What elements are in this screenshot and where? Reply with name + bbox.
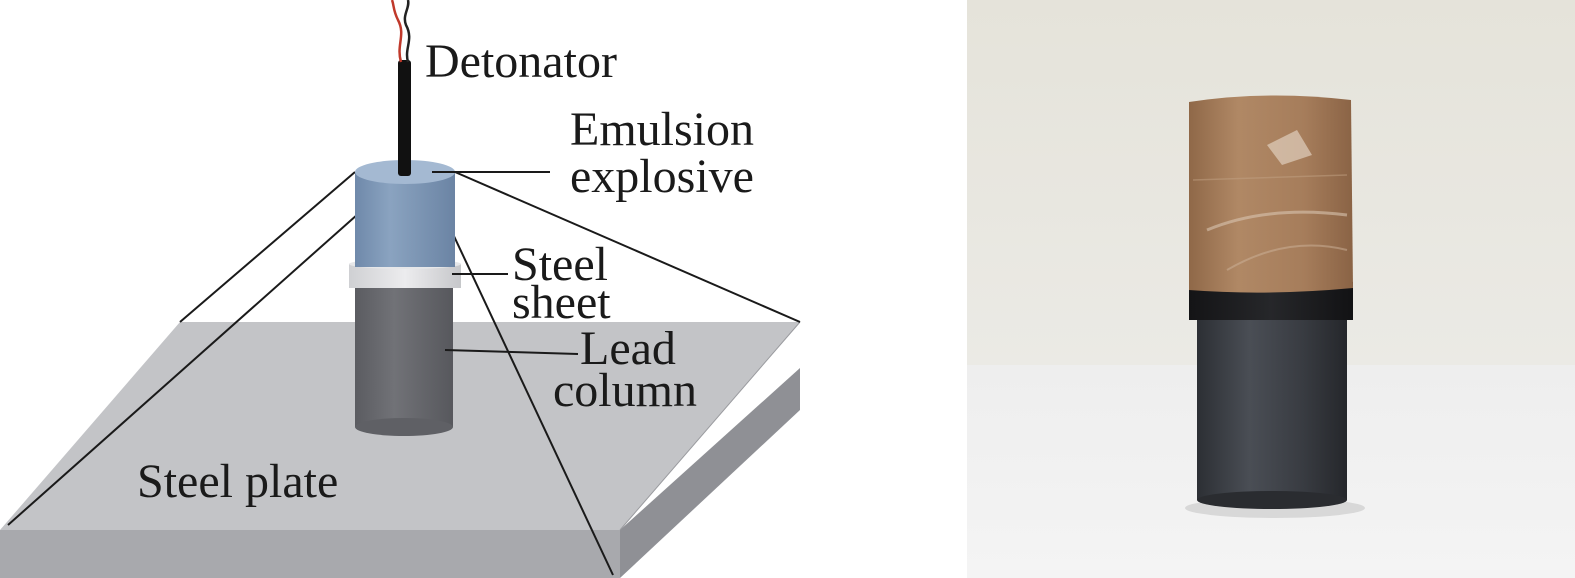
specimen <box>1185 95 1365 518</box>
setup-schematic: Detonator Emulsion explosive Steel sheet… <box>0 0 801 578</box>
label-steel-plate: Steel plate <box>137 455 338 508</box>
lead-column <box>355 285 453 436</box>
label-detonator: Detonator <box>425 35 617 88</box>
label-steel-sheet-line1: Steel <box>512 238 608 291</box>
specimen-photo <box>967 0 1575 578</box>
lead-cylinder <box>1197 308 1347 509</box>
label-emulsion-line2: explosive <box>570 150 754 203</box>
emulsion-explosive <box>355 160 455 267</box>
label-lead-line2: column <box>553 364 697 417</box>
kraft-wrapped-explosive <box>1189 95 1353 293</box>
leader-lines <box>432 171 579 355</box>
detonator <box>390 0 411 176</box>
label-steel-sheet-line2: sheet <box>512 276 611 329</box>
label-lead-line1: Lead <box>580 322 676 375</box>
guide-lines <box>7 171 801 576</box>
steel-plate-side-right <box>620 368 800 578</box>
label-emulsion-line1: Emulsion <box>570 103 754 156</box>
steel-plate-side-front <box>0 530 620 578</box>
